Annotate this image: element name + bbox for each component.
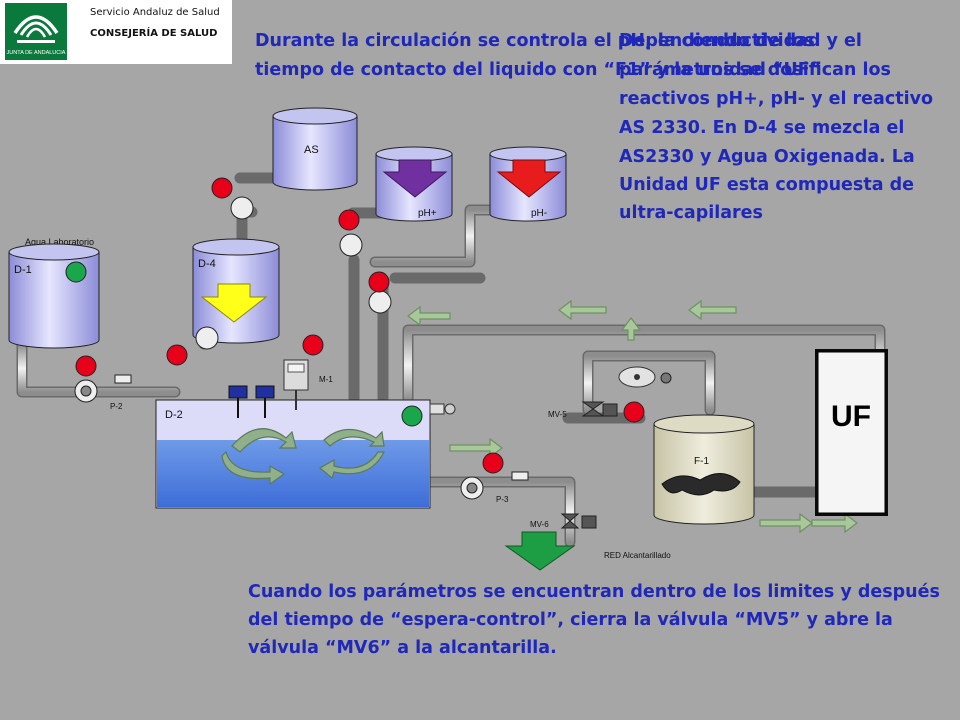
- tank-d4-label: D-4: [198, 258, 216, 270]
- pump-label: P-2: [110, 402, 123, 411]
- caption-circulation-line2: tiempo de contacto del liquido con “F1” …: [255, 60, 822, 80]
- status-lights: [65, 177, 645, 474]
- tank-ph-plus: pH+: [375, 146, 453, 222]
- org-department: CONSEJERÍA DE SALUD: [90, 28, 218, 39]
- filter-label: F-1: [694, 456, 709, 467]
- down-arrow-icon: [496, 159, 562, 198]
- status-light-red: [302, 334, 324, 356]
- flow-arrow: [759, 512, 813, 534]
- sewer-label: RED Alcantarillado: [604, 551, 671, 560]
- tank-ph-minus: pH-: [489, 146, 567, 222]
- tank-d1-caption: Agua Laboratorio: [25, 237, 94, 247]
- status-light-red: [368, 271, 390, 293]
- caption-dosing-line5: AS2330 y Agua Oxigenada. La: [619, 147, 915, 167]
- down-arrow-icon: [200, 283, 268, 323]
- mixing-arrows-icon: [221, 428, 385, 486]
- status-light-green: [65, 261, 87, 283]
- caption-dosing-line1: Dependiendo de los: [619, 31, 815, 51]
- junta-andalucia-logo: JUNTA DE ANDALUCIA: [5, 3, 67, 60]
- status-light-green: [401, 405, 423, 427]
- drain-arrow-icon: [504, 531, 576, 571]
- dosing-pumps: [195, 196, 392, 350]
- valve-label: MV-6: [530, 520, 549, 529]
- valve-mv6: MV-6: [530, 513, 597, 529]
- pump-label: P-3: [496, 495, 509, 504]
- tank-d4: D-4: [192, 238, 280, 344]
- caption-discharge-line1: Cuando los parámetros se encuentran dent…: [248, 582, 940, 602]
- tank-ph-plus-label: pH+: [418, 208, 437, 219]
- caption-dosing-line2: parámetros se dosifican los: [619, 60, 891, 80]
- pump-p3: P-3: [460, 471, 529, 504]
- status-light-red: [338, 209, 360, 231]
- level-switch-icon: [429, 403, 456, 415]
- logo-header: JUNTA DE ANDALUCIA Servicio Andaluz de S…: [0, 0, 232, 64]
- uf-label: UF: [831, 400, 871, 433]
- mixer-m1: M-1: [283, 359, 333, 410]
- tank-d1: Agua Laboratorio D-1: [8, 237, 100, 349]
- tank-d1-label: D-1: [14, 264, 32, 276]
- flowmeter-icon: [618, 366, 672, 388]
- status-light-red: [482, 452, 504, 474]
- flow-arrow: [449, 437, 503, 459]
- flow-arrow: [407, 305, 451, 327]
- mixer-label: M-1: [319, 375, 333, 384]
- down-arrow-icon: [382, 159, 448, 198]
- org-name: Servicio Andaluz de Salud: [90, 7, 220, 18]
- tank-as-label: AS: [304, 144, 319, 156]
- pipe-network: [16, 172, 886, 548]
- tank-as: AS: [272, 107, 358, 191]
- flow-arrows: [407, 299, 858, 534]
- uf-unit: UF: [815, 349, 888, 516]
- probe-sensors: [228, 385, 275, 418]
- caption-dosing-line7: ultra-capilares: [619, 203, 763, 223]
- valve-label: MV-5: [548, 410, 567, 419]
- flow-arrow: [558, 299, 607, 321]
- caption-dosing-line4: AS 2330. En D-4 se mezcla el: [619, 118, 905, 138]
- status-light-red: [75, 355, 97, 377]
- caption-dosing-line6: Unidad UF esta compuesta de: [619, 175, 914, 195]
- flow-arrow: [688, 299, 737, 321]
- logo-caption: JUNTA DE ANDALUCIA: [7, 50, 66, 56]
- caption-discharge-line3: válvula “MV6” a la alcantarilla.: [248, 638, 557, 658]
- filter-media: [661, 473, 741, 496]
- caption-discharge-line2: del tiempo de “espera-control”, cierra l…: [248, 610, 893, 630]
- flow-arrow: [811, 512, 858, 534]
- filter-f1: F-1: [653, 414, 755, 525]
- status-light-red: [623, 401, 645, 423]
- tank-d2: D-2: [155, 399, 431, 509]
- status-light-red: [166, 344, 188, 366]
- status-light-red: [211, 177, 233, 199]
- tank-d2-label: D-2: [165, 409, 183, 421]
- caption-circulation-line1: Durante la circulación se controla el pH…: [255, 31, 862, 51]
- valve-mv5: MV-5: [548, 401, 618, 419]
- pump-p2: P-2: [74, 374, 132, 411]
- caption-dosing-line3: reactivos pH+, pH- y el reactivo: [619, 89, 934, 109]
- tank-ph-minus-label: pH-: [531, 208, 547, 219]
- flow-arrow: [620, 317, 642, 341]
